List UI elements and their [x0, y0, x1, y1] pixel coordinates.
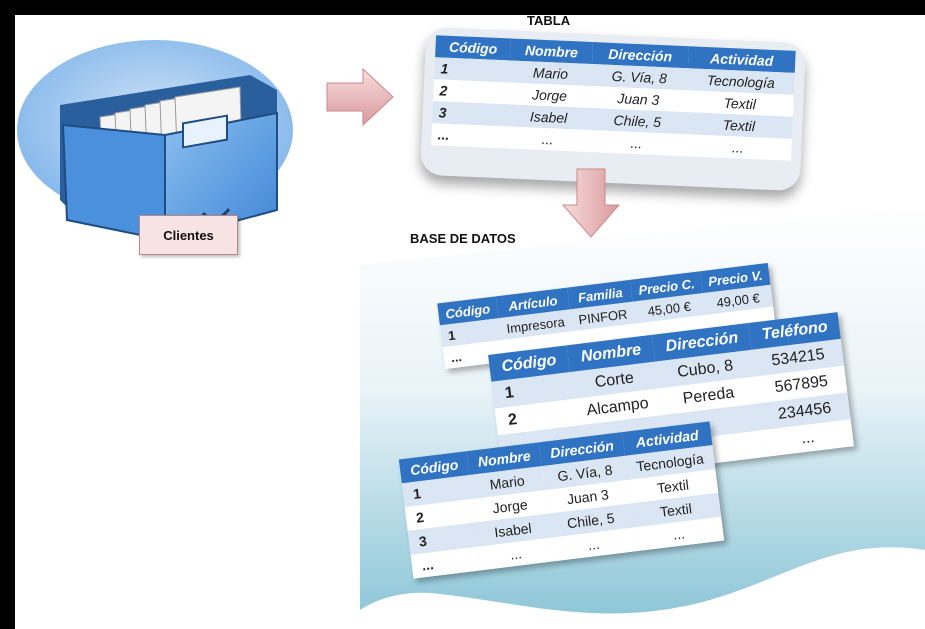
- column-header: Código: [435, 35, 512, 61]
- table-cell: 2: [433, 79, 510, 105]
- tabla-title: TABLA: [527, 15, 571, 28]
- table-cell: ...: [587, 129, 685, 157]
- clientes-tag: Clientes: [139, 215, 238, 255]
- table-cell: 1: [434, 57, 511, 83]
- table-cell: ...: [431, 123, 508, 149]
- clientes-label: Clientes: [163, 227, 214, 243]
- base-de-datos-title: BASE DE DATOS: [410, 231, 516, 246]
- table-cell: ...: [683, 134, 792, 161]
- down-arrow-icon: [561, 168, 621, 238]
- right-arrow-icon: [326, 67, 394, 127]
- filing-cabinet-icon: [17, 40, 293, 242]
- table-cell: 3: [432, 101, 509, 127]
- table-cell: ...: [506, 126, 589, 152]
